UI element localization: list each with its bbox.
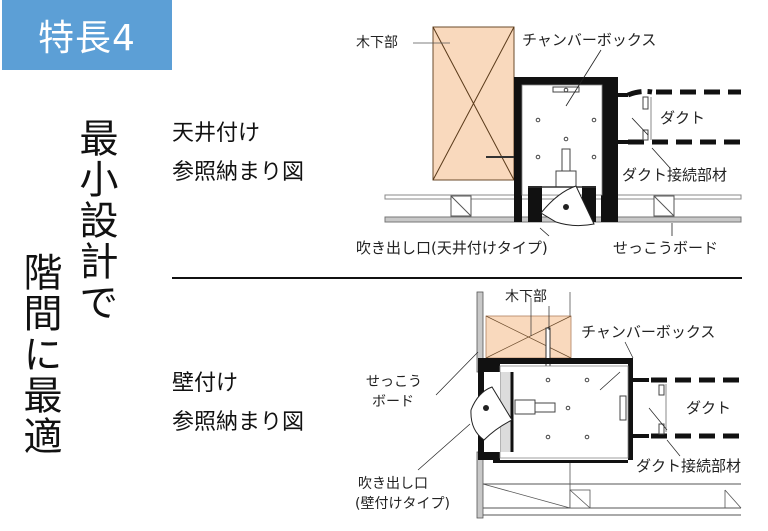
ceiling-duct-label: ダクト: [660, 109, 706, 127]
headline-column-2: 階間に最適: [17, 252, 62, 457]
ceiling-mount-subtitle: 参照納まり図: [172, 159, 305, 185]
wall-mount-caption: 壁付け 参照納まり図: [172, 365, 304, 442]
headline-column-1: 最小設計で: [73, 118, 118, 323]
ceiling-mount-title: 天井付け: [172, 121, 261, 146]
wall-outlet-label-line1: 吹き出し口: [358, 476, 428, 492]
wall-gypsum-board-label-line1: せっこう: [366, 374, 422, 390]
ceiling-gypsum-board-label: せっこうボード: [613, 239, 719, 257]
section-divider: [172, 277, 742, 279]
wall-chamber-box-label: チャンバーボックス: [581, 323, 716, 341]
wall-joist-label: 木下部: [505, 289, 547, 305]
feature-badge: 特長4: [2, 0, 172, 70]
ceiling-outlet-label: 吹き出し口(天井付けタイプ): [356, 239, 548, 257]
wall-duct-connector-label: ダクト接続部材: [636, 457, 742, 475]
wall-duct-label: ダクト: [686, 399, 732, 417]
ceiling-chamber-box-label: チャンバーボックス: [522, 31, 657, 49]
wall-mount-title: 壁付け: [172, 371, 239, 396]
wall-gypsum-board-label-line2: ボード: [372, 394, 414, 410]
wall-outlet-label-line2: (壁付けタイプ): [355, 496, 450, 512]
ceiling-mount-caption: 天井付け 参照納まり図: [172, 115, 304, 192]
ceiling-mount-diagram: [384, 26, 742, 237]
wall-mount-diagram: [417, 291, 742, 519]
ceiling-joist-label: 木下部: [356, 35, 398, 51]
ceiling-duct-connector-label: ダクト接続部材: [622, 166, 728, 184]
wall-mount-subtitle: 参照納まり図: [172, 409, 305, 435]
